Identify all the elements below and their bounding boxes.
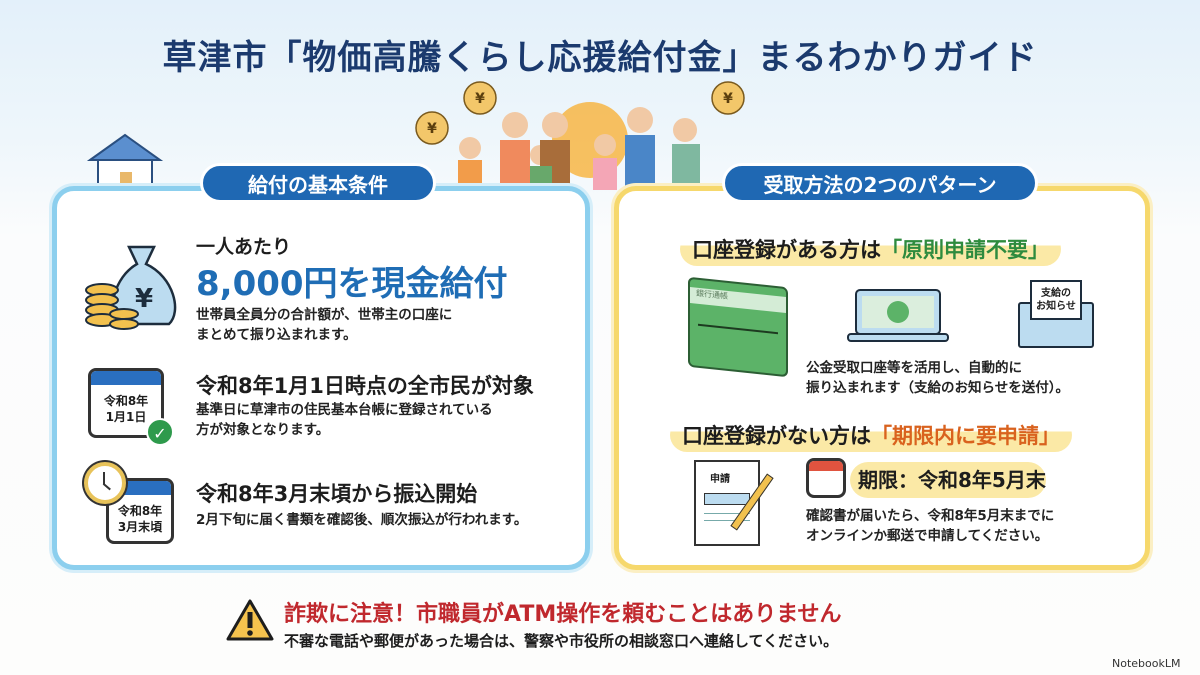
transfer-start-desc: 2月下旬に届く書類を確認後、順次振込が行われます。 <box>196 512 528 528</box>
envelope-text-1: 支給の <box>1041 288 1071 299</box>
case2-heading-text: 口座登録がない方は <box>682 424 871 448</box>
calendar-year: 令和8年 <box>103 394 149 408</box>
svg-text:¥: ¥ <box>427 121 437 137</box>
case1-heading-text: 口座登録がある方は <box>692 238 881 262</box>
case2-heading: 口座登録がない方は「期限内に要申請」 <box>670 418 1072 452</box>
page-title: 草津市「物価高騰くらし応援給付金」まるわかりガイド <box>162 38 1038 78</box>
basic-conditions-label: 給付の基本条件 <box>200 163 436 203</box>
eligibility-heading: 令和8年1月1日時点の全市民が対象 <box>196 374 534 398</box>
per-person-label: 一人あたり <box>196 236 292 258</box>
svg-text:¥: ¥ <box>475 91 485 107</box>
calendar-jan1-icon: 令和8年 1月1日 <box>88 368 164 438</box>
amount-desc-2: まとめて振り込まれます。 <box>196 327 357 343</box>
calendar-date: 3月末頃 <box>117 520 163 534</box>
deadline-badge: 期限：令和8年5月末 <box>850 462 1046 498</box>
eligibility-desc-2: 方が対象となります。 <box>196 422 330 438</box>
eligibility-desc-1: 基準日に草津市の住民基本台帳に登録されている <box>196 402 493 418</box>
case2-desc-1: 確認書が届いたら、令和8年5月末までに <box>806 508 1055 524</box>
calendar-deadline-icon <box>806 458 846 498</box>
calendar-date: 1月1日 <box>105 410 147 424</box>
envelope-icon: 支給の お知らせ <box>1018 278 1094 348</box>
form-label: 申請 <box>710 474 730 485</box>
calendar-year: 令和8年 <box>117 504 163 518</box>
fraud-warning-heading: 詐欺に注意！市職員がATM操作を頼むことはありません <box>284 602 842 627</box>
case2-desc-2: オンラインか郵送で申請してください。 <box>806 528 1049 544</box>
case1-heading: 口座登録がある方は「原則申請不要」 <box>680 232 1061 266</box>
application-form-icon: 申請 <box>694 460 760 546</box>
fraud-warning-desc: 不審な電話や郵便があった場合は、警察や市役所の相談窓口へ連絡してください。 <box>284 632 839 650</box>
family-illustration: ¥ ¥ ¥ <box>415 81 745 190</box>
svg-text:¥: ¥ <box>723 91 733 107</box>
laptop-money-icon <box>847 289 949 342</box>
envelope-text-2: お知らせ <box>1036 301 1076 312</box>
clock-icon <box>84 462 126 504</box>
transfer-start-heading: 令和8年3月末頃から振込開始 <box>196 482 478 506</box>
receipt-methods-label: 受取方法の2つのパターン <box>722 163 1038 203</box>
case1-desc-1: 公金受取口座等を活用し、自動的に <box>806 360 1022 376</box>
amount-desc-1: 世帯員全員分の合計額が、世帯主の口座に <box>196 307 453 323</box>
money-bag-icon: ¥ <box>85 245 177 330</box>
svg-text:¥: ¥ <box>135 284 153 314</box>
notebooklm-watermark: NotebookLM <box>1112 657 1181 670</box>
passbook-label: 銀行通帳 <box>690 286 786 314</box>
case2-emphasis: 「期限内に要申請」 <box>871 424 1060 448</box>
case1-emphasis: 「原則申請不要」 <box>881 238 1049 262</box>
warning-icon <box>226 599 274 641</box>
case1-desc-2: 振り込まれます（支給のお知らせを送付）。 <box>806 380 1069 396</box>
passbook-icon: 銀行通帳 <box>688 276 788 378</box>
house-icon <box>86 133 164 193</box>
benefit-amount: 8,000円を現金給付 <box>196 264 508 304</box>
check-icon: ✓ <box>146 418 174 446</box>
